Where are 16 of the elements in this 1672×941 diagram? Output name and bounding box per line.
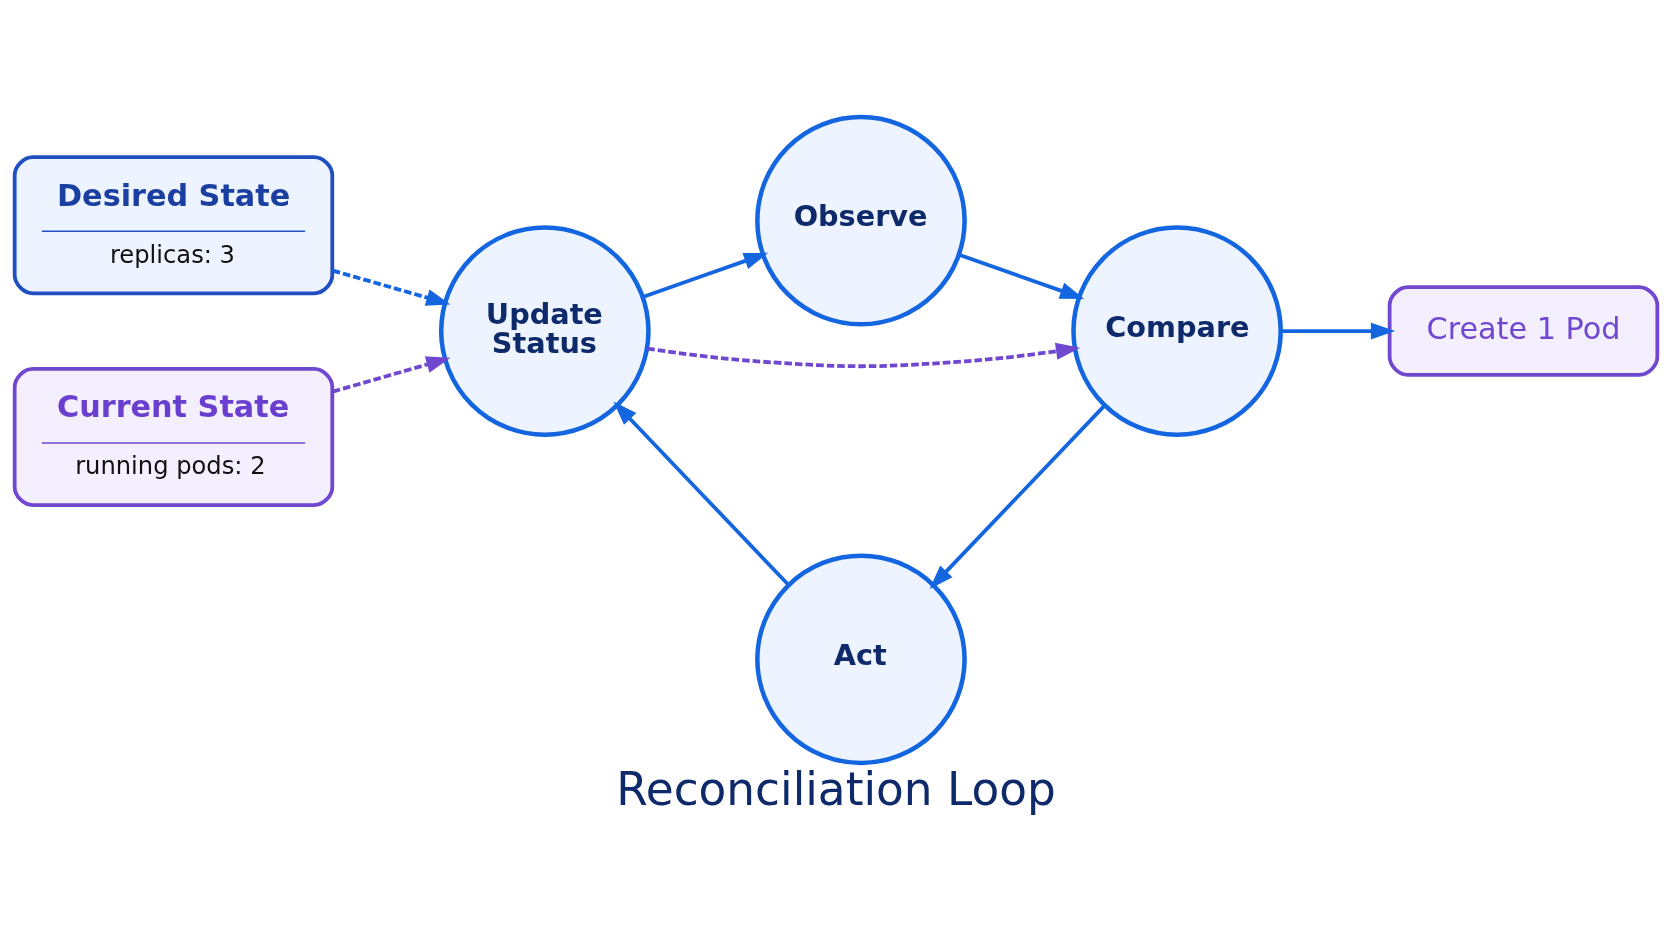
arrow bbox=[958, 252, 1085, 299]
arrow bbox=[332, 268, 451, 306]
arrow bbox=[642, 252, 769, 299]
node-circle: Compare bbox=[1071, 224, 1283, 437]
node-box: Desired State replicas: 3 bbox=[12, 154, 335, 295]
arrow bbox=[1281, 322, 1396, 340]
arrow bbox=[613, 400, 790, 586]
arrow bbox=[332, 355, 451, 393]
node-circle: Update Status bbox=[438, 224, 651, 437]
diagram-title: Reconciliation Loop bbox=[616, 762, 1056, 816]
arrow bbox=[647, 342, 1081, 368]
node-circle: Act bbox=[755, 552, 967, 765]
node-box: Current State running pods: 2 bbox=[12, 366, 335, 507]
arrow bbox=[929, 404, 1106, 589]
node-box: Create 1 Pod bbox=[1387, 284, 1660, 377]
node-circle: Observe bbox=[755, 114, 967, 327]
